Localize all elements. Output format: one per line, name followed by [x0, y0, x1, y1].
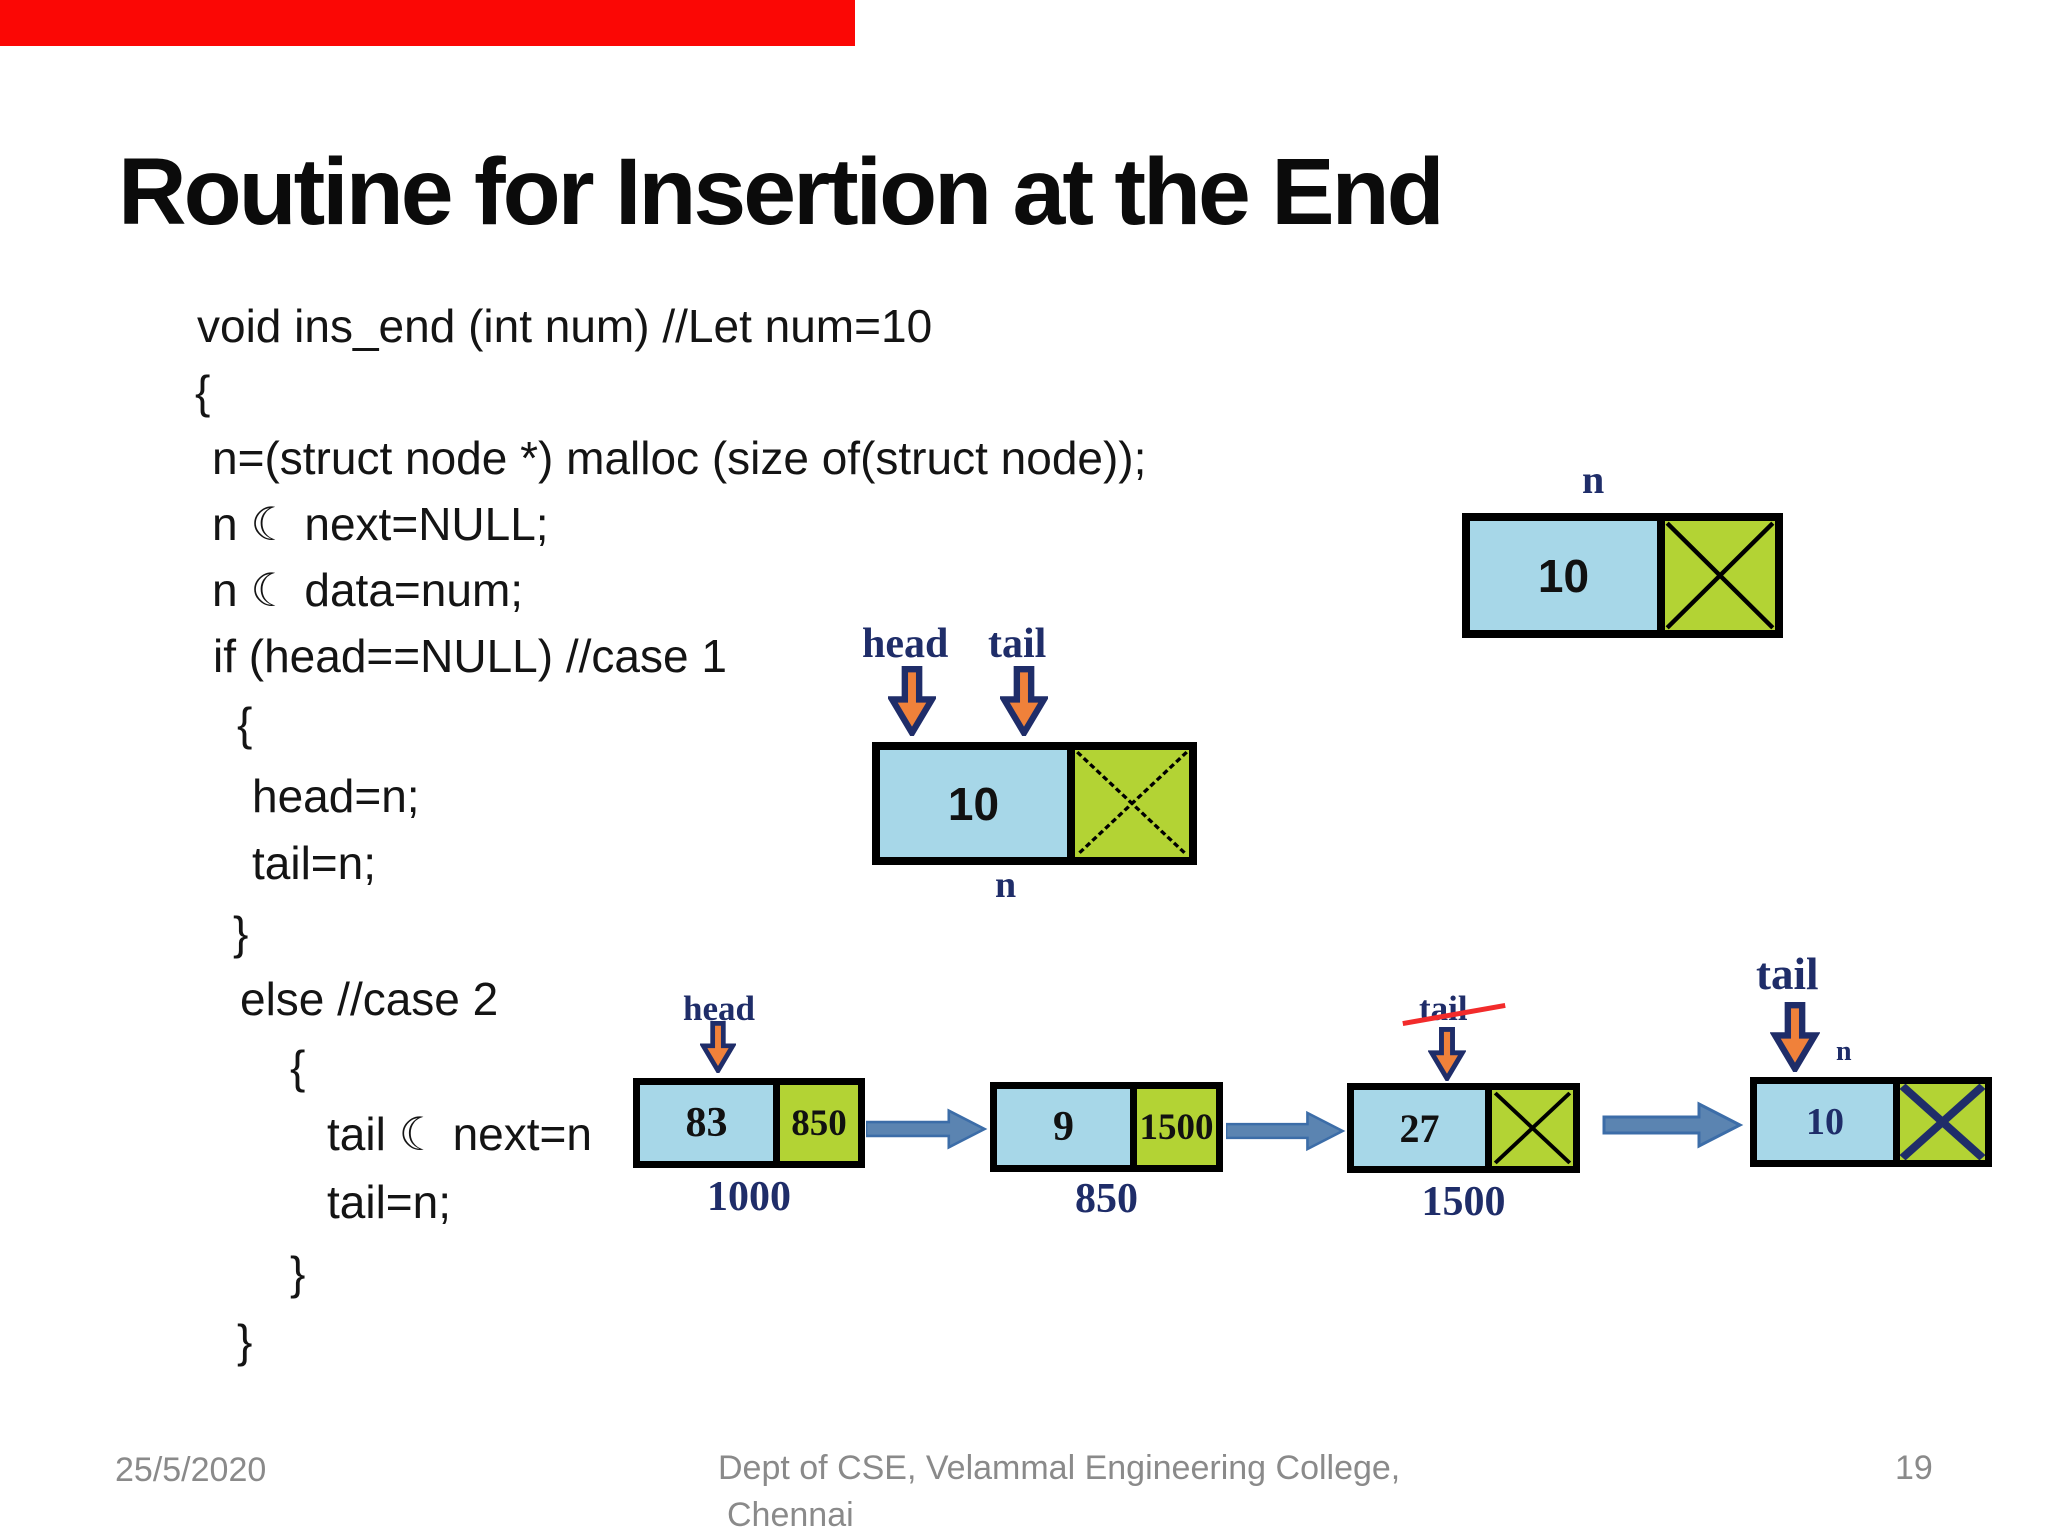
code-line: n ☾ data=num;	[212, 564, 524, 616]
list-node-4-next-cell	[1900, 1084, 1985, 1160]
code-line: {	[237, 698, 253, 750]
list-node-3-next-cell	[1492, 1090, 1573, 1166]
null-cross-icon	[1493, 1091, 1572, 1165]
case1-node-box: 10	[872, 742, 1197, 865]
code-line: void ins_end (int num) //Let num=10	[197, 300, 933, 352]
list-node-2-address: 850	[1075, 1176, 1138, 1222]
list-node-1-data-cell: 83	[640, 1085, 773, 1161]
footer-page-number: 19	[1895, 1449, 1933, 1487]
list-new-node-n-label: n	[1836, 1036, 1852, 1067]
list-node-1-address: 1000	[707, 1174, 791, 1220]
code-line: n ☾ next=NULL;	[212, 498, 549, 550]
null-cross-icon	[1076, 751, 1188, 856]
list-node-2-box: 9 1500	[990, 1082, 1223, 1172]
head-pointer-arrow-icon	[888, 666, 936, 736]
video-progress-bar	[0, 0, 855, 46]
tail-pointer-arrow-icon	[1000, 666, 1048, 736]
list-head-arrow-icon	[700, 1021, 736, 1073]
list-node-3-address: 1500	[1421, 1179, 1506, 1225]
list-node-2-next-cell: 1500	[1137, 1089, 1216, 1165]
case1-next-cell	[1075, 750, 1189, 857]
code-line: tail=n;	[327, 1176, 452, 1228]
new-node-label: n	[1582, 457, 1605, 502]
cell-divider	[1657, 521, 1665, 630]
link-arrow-icon	[1226, 1110, 1346, 1152]
list-node-1-data: 83	[685, 1100, 728, 1146]
list-node-3-data-cell: 27	[1354, 1090, 1485, 1166]
new-node-next-cell	[1665, 521, 1775, 630]
cell-divider	[1485, 1090, 1492, 1166]
list-node-3-box: 27	[1347, 1083, 1580, 1173]
list-node-2-next: 1500	[1139, 1106, 1214, 1148]
list-node-1-next-cell: 850	[780, 1085, 858, 1161]
new-node-data-value: 10	[1537, 549, 1590, 602]
cell-divider	[1893, 1084, 1900, 1160]
null-cross-icon	[1900, 1084, 1985, 1160]
footer-date: 25/5/2020	[115, 1451, 267, 1489]
new-node-data-cell: 10	[1470, 521, 1657, 630]
footer-dept-line2: Chennai	[727, 1496, 854, 1534]
case1-data-cell: 10	[880, 750, 1067, 857]
code-line: }	[233, 907, 249, 959]
list-node-4-box: 10	[1750, 1077, 1992, 1167]
new-tail-arrow-icon	[1770, 1002, 1820, 1072]
old-tail-arrow-icon	[1428, 1027, 1466, 1081]
code-line: }	[290, 1247, 306, 1299]
code-line: n=(struct node *) malloc (size of(struct…	[212, 432, 1147, 484]
case1-node-n-label: n	[995, 864, 1017, 906]
list-node-4-data: 10	[1806, 1101, 1844, 1143]
case1-data-value: 10	[947, 777, 1000, 830]
code-line: tail ☾ next=n	[327, 1108, 592, 1160]
code-line: }	[237, 1315, 253, 1367]
code-line: if (head==NULL) //case 1	[213, 630, 727, 682]
list-node-3-data: 27	[1399, 1105, 1440, 1151]
cell-divider	[773, 1085, 780, 1161]
case1-head-label: head	[862, 621, 949, 667]
code-line: head=n;	[252, 770, 420, 822]
list-node-2-data-cell: 9	[997, 1089, 1130, 1165]
cell-divider	[1130, 1089, 1137, 1165]
page-title: Routine for Insertion at the End	[118, 139, 1445, 245]
list-node-1-next: 850	[791, 1102, 847, 1144]
list-node-2-data: 9	[1053, 1104, 1074, 1150]
list-node-4-data-cell: 10	[1757, 1084, 1893, 1160]
list-node-1-box: 83 850	[633, 1078, 865, 1168]
code-line: else //case 2	[240, 973, 499, 1025]
code-line: {	[195, 366, 211, 418]
footer-dept-line1: Dept of CSE, Velammal Engineering Colleg…	[718, 1449, 1401, 1487]
null-cross-icon	[1665, 521, 1775, 630]
cell-divider	[1067, 750, 1075, 857]
code-line: {	[290, 1041, 306, 1093]
list-new-tail-label: tail	[1756, 949, 1819, 999]
link-arrow-icon	[866, 1108, 988, 1150]
case1-tail-label: tail	[988, 621, 1047, 667]
link-arrow-icon	[1602, 1101, 1744, 1149]
code-line: tail=n;	[252, 837, 377, 889]
list-head-label: head	[683, 989, 755, 1028]
new-node-box: 10	[1462, 513, 1783, 638]
